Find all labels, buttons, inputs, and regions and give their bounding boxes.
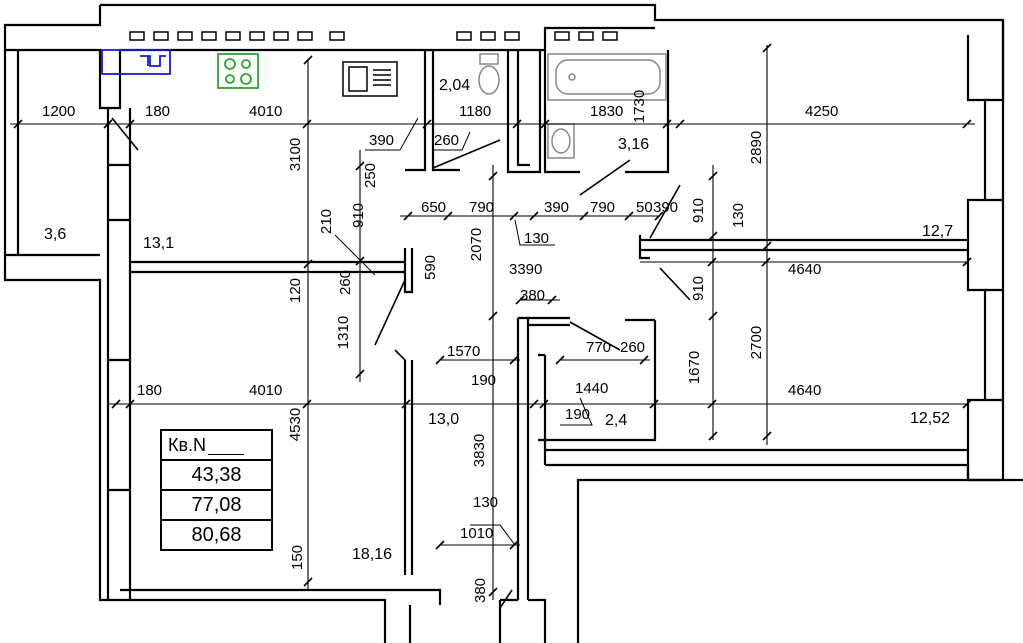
wall-kitchen-east: [405, 50, 460, 172]
wall-hall-ne: [638, 235, 968, 260]
dim-790a: 790: [469, 199, 495, 216]
dim-loggia-width: 1200: [42, 103, 76, 120]
sink-icon: [101, 49, 171, 75]
area-bath: 3,16: [618, 136, 650, 153]
dimension-lines: [10, 45, 975, 600]
dim-1010: 1010: [460, 525, 494, 542]
dim-2890: 2890: [748, 130, 766, 165]
wall-wc: [506, 50, 542, 174]
dim-4640a: 4640: [788, 261, 822, 278]
dim-190b: 190: [565, 406, 591, 423]
dim-130a: 130: [524, 230, 550, 247]
dim-3100: 3100: [287, 137, 305, 172]
east-wall-outer: [985, 20, 1005, 402]
apartment-area-table: Кв.N 43,38 77,08 80,68: [160, 429, 273, 551]
dim-260a: 260: [434, 132, 460, 149]
east-wall: [966, 35, 987, 480]
table-header: Кв.N: [162, 431, 271, 459]
dim-210: 210: [318, 208, 336, 235]
dim-380b: 380: [472, 577, 490, 604]
dim-770: 770: [586, 339, 612, 356]
dim-1570: 1570: [447, 343, 481, 360]
bathtub-icon: [547, 53, 667, 101]
dim-390b: 390: [544, 199, 570, 216]
dim-150: 150: [289, 544, 307, 571]
area-storage: 2,4: [605, 412, 628, 429]
dim-4010b: 4010: [249, 382, 283, 399]
dim-910b: 910: [690, 197, 708, 224]
wall-storage-inner: [538, 438, 968, 465]
area-room-sw: 18,16: [352, 546, 393, 563]
table-header-blank: [208, 438, 245, 455]
wall-storage: [538, 318, 657, 442]
dim-390c: 390: [653, 199, 679, 216]
dim-2700: 2700: [748, 325, 766, 360]
area-loggia: 3,6: [44, 226, 67, 243]
dim-790b: 790: [590, 199, 616, 216]
loggia-inner: [5, 50, 100, 257]
wall-window-kitchen: [108, 163, 130, 222]
dim-3390: 3390: [509, 261, 543, 278]
table-living-area: 43,38: [162, 459, 271, 489]
dim-130c: 130: [730, 202, 748, 229]
dim-910c: 910: [690, 275, 708, 302]
dim-260c: 260: [337, 269, 355, 296]
wall-room-c-west: [403, 360, 414, 575]
area-room-c: 13,0: [428, 411, 460, 428]
wall-window-sw: [108, 358, 130, 492]
dim-4530: 4530: [287, 407, 305, 442]
leader-lines: [334, 117, 593, 546]
dim-kitchen-width: 4010: [249, 103, 283, 120]
outer-wall-top-left: [3, 5, 655, 110]
outer-wall-loggia: [3, 50, 387, 643]
dim-1310: 1310: [335, 315, 353, 350]
area-room-se: 12,52: [910, 410, 951, 427]
dim-room-ne-width: 4250: [805, 103, 839, 120]
dim-bath-width: 1830: [590, 103, 624, 120]
area-wc: 2,04: [439, 77, 471, 94]
cabinet-icon: [342, 61, 398, 97]
dim-380a: 380: [520, 287, 546, 304]
dim-190a: 190: [471, 372, 497, 389]
dim-180b: 180: [137, 382, 163, 399]
dim-1440: 1440: [575, 380, 609, 397]
wall-south-hall: [498, 598, 547, 643]
dimension-ticks: [13, 43, 972, 597]
dim-590: 590: [422, 254, 440, 281]
dim-4640b: 4640: [788, 382, 822, 399]
radiators: [129, 31, 618, 41]
wall-kitchen-west: [106, 108, 132, 600]
table-header-label: Кв.N: [168, 435, 207, 455]
area-kitchen: 13,1: [143, 235, 175, 252]
dim-260b: 260: [620, 339, 646, 356]
dim-2070: 2070: [468, 227, 486, 262]
dim-910a: 910: [350, 202, 368, 229]
wall-bath: [543, 50, 670, 174]
table-total-area-with-loggia: 80,68: [162, 519, 271, 549]
dim-1730: 1730: [631, 89, 649, 124]
dim-120: 120: [287, 277, 305, 304]
dim-250: 250: [362, 162, 380, 189]
door-swings: [111, 117, 691, 609]
stove-icon: [217, 53, 259, 89]
dim-50: 50: [636, 199, 653, 216]
washbasin-icon: [547, 123, 575, 159]
outer-wall-south: [120, 588, 442, 643]
dim-130b: 130: [473, 494, 499, 511]
dim-390a: 390: [369, 132, 395, 149]
dim-kitchen-180: 180: [145, 103, 171, 120]
wall-corridor: [516, 316, 570, 600]
outer-wall-north: [100, 3, 1005, 482]
toilet-icon: [478, 53, 500, 95]
dim-650: 650: [421, 199, 447, 216]
corner-block: [576, 478, 1023, 643]
table-total-area: 77,08: [162, 489, 271, 519]
dim-1670: 1670: [686, 350, 704, 385]
area-room-ne: 12,7: [922, 223, 954, 240]
dim-wc-width: 1180: [459, 103, 492, 120]
dim-3830: 3830: [471, 433, 489, 468]
